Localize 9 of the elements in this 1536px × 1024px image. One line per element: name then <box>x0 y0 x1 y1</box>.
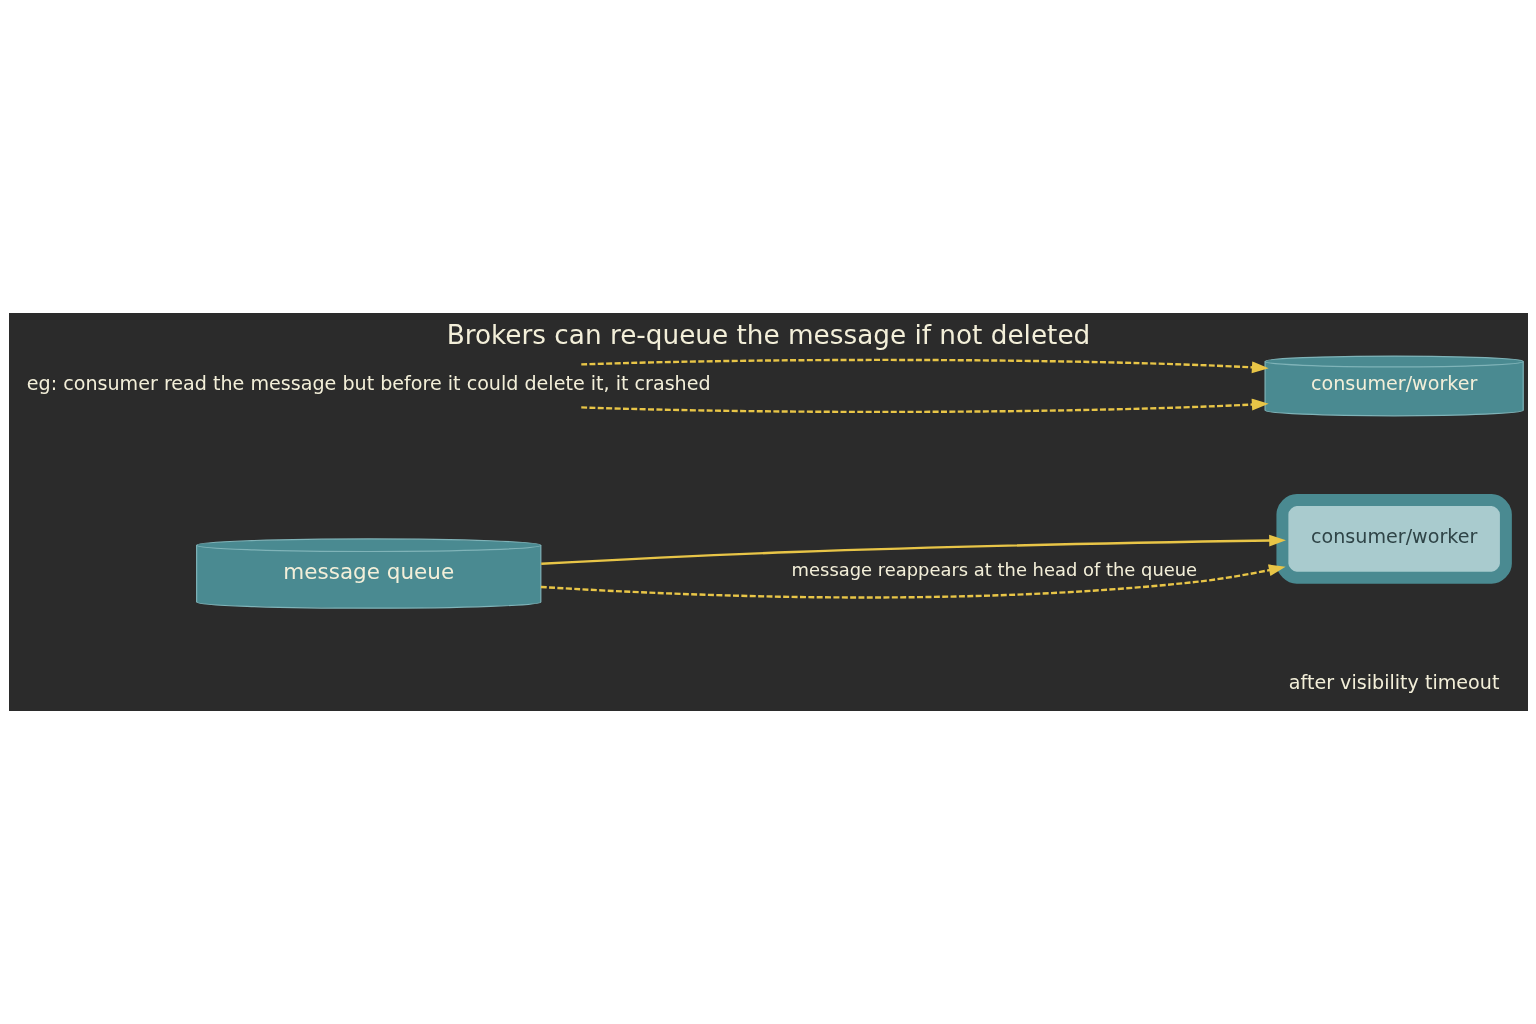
node-box: consumer/worker <box>1275 494 1512 584</box>
edge-label: message reappears at the head of the queue <box>791 558 1197 580</box>
arrow <box>580 358 1269 374</box>
arrow <box>540 534 1286 565</box>
node-text: eg: consumer read the message but before it could delete it, it crashed <box>26 372 711 396</box>
arrow <box>580 398 1269 414</box>
diagram-title: Brokers can re-queue the message if not deleted <box>446 319 1090 350</box>
label: after visibility timeout <box>1288 671 1499 695</box>
arrow <box>540 564 1286 599</box>
